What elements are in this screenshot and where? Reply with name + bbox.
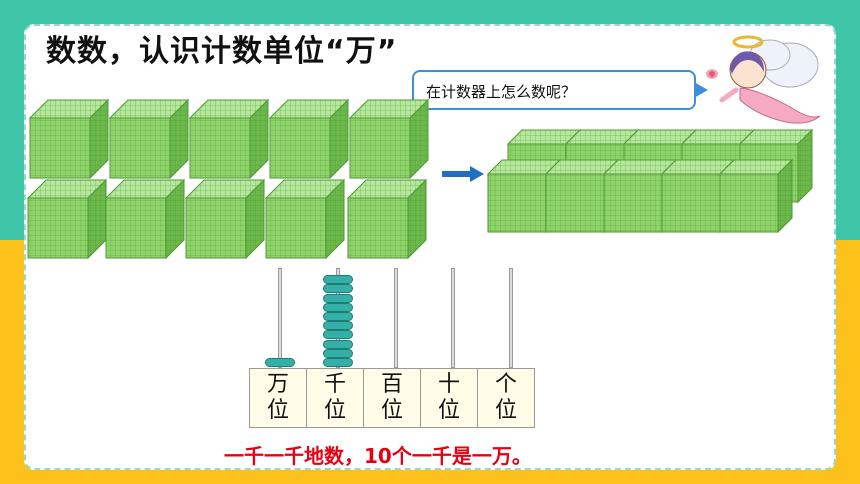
place-label-bottom: 位	[266, 398, 289, 423]
thousand-cube	[264, 178, 346, 260]
thousand-cube	[26, 178, 108, 260]
abacus-bead	[323, 302, 353, 312]
thousand-cube	[188, 98, 270, 180]
thousand-cube	[104, 178, 186, 260]
abacus-rod	[394, 268, 398, 368]
caption-text: 一千一千地数，10个一千是一万。	[224, 444, 532, 468]
place-value-cell: 万位	[249, 368, 307, 428]
abacus-bead	[323, 321, 353, 331]
place-label-top: 万	[266, 372, 289, 397]
thousand-cube	[184, 178, 266, 260]
thousand-cube	[268, 98, 350, 180]
place-label-bottom: 位	[323, 398, 346, 423]
place-value-cell: 个位	[477, 368, 535, 428]
abacus-bead	[323, 293, 353, 303]
abacus-bead	[323, 348, 353, 358]
speech-bubble-tail	[694, 82, 708, 98]
abacus-bead	[323, 339, 353, 349]
place-label-top: 十	[437, 372, 460, 397]
thousand-cube	[108, 98, 190, 180]
ten-thousand-block-cube	[718, 158, 794, 234]
thousand-cube	[346, 178, 428, 260]
abacus-bead	[265, 358, 295, 367]
place-value-cell: 十位	[420, 368, 478, 428]
place-label-bottom: 位	[380, 398, 403, 423]
abacus-bead	[323, 330, 353, 340]
page-title: 数数，认识计数单位“万”	[46, 34, 398, 69]
place-label-bottom: 位	[437, 398, 460, 423]
place-value-cell: 百位	[363, 368, 421, 428]
speech-bubble: 在计数器上怎么数呢？	[412, 70, 708, 110]
abacus-bead	[323, 358, 353, 367]
speech-bubble-text: 在计数器上怎么数呢？	[426, 83, 577, 101]
abacus-rod	[278, 268, 282, 368]
right-arrow-icon	[442, 166, 484, 182]
thousand-cube	[348, 98, 430, 180]
place-label-top: 百	[380, 372, 403, 397]
angel-character-icon	[706, 35, 821, 124]
abacus-bead	[323, 284, 353, 294]
place-label-bottom: 位	[494, 398, 517, 423]
abacus-bead	[323, 312, 353, 321]
abacus-rod	[451, 268, 455, 368]
thousand-cube	[28, 98, 110, 180]
place-label-top: 千	[323, 372, 346, 397]
place-label-top: 个	[494, 372, 517, 397]
place-value-cell: 千位	[306, 368, 364, 428]
place-value-table: 万位千位百位十位个位	[249, 368, 535, 428]
abacus-rod	[509, 268, 513, 368]
abacus-bead	[323, 275, 353, 285]
